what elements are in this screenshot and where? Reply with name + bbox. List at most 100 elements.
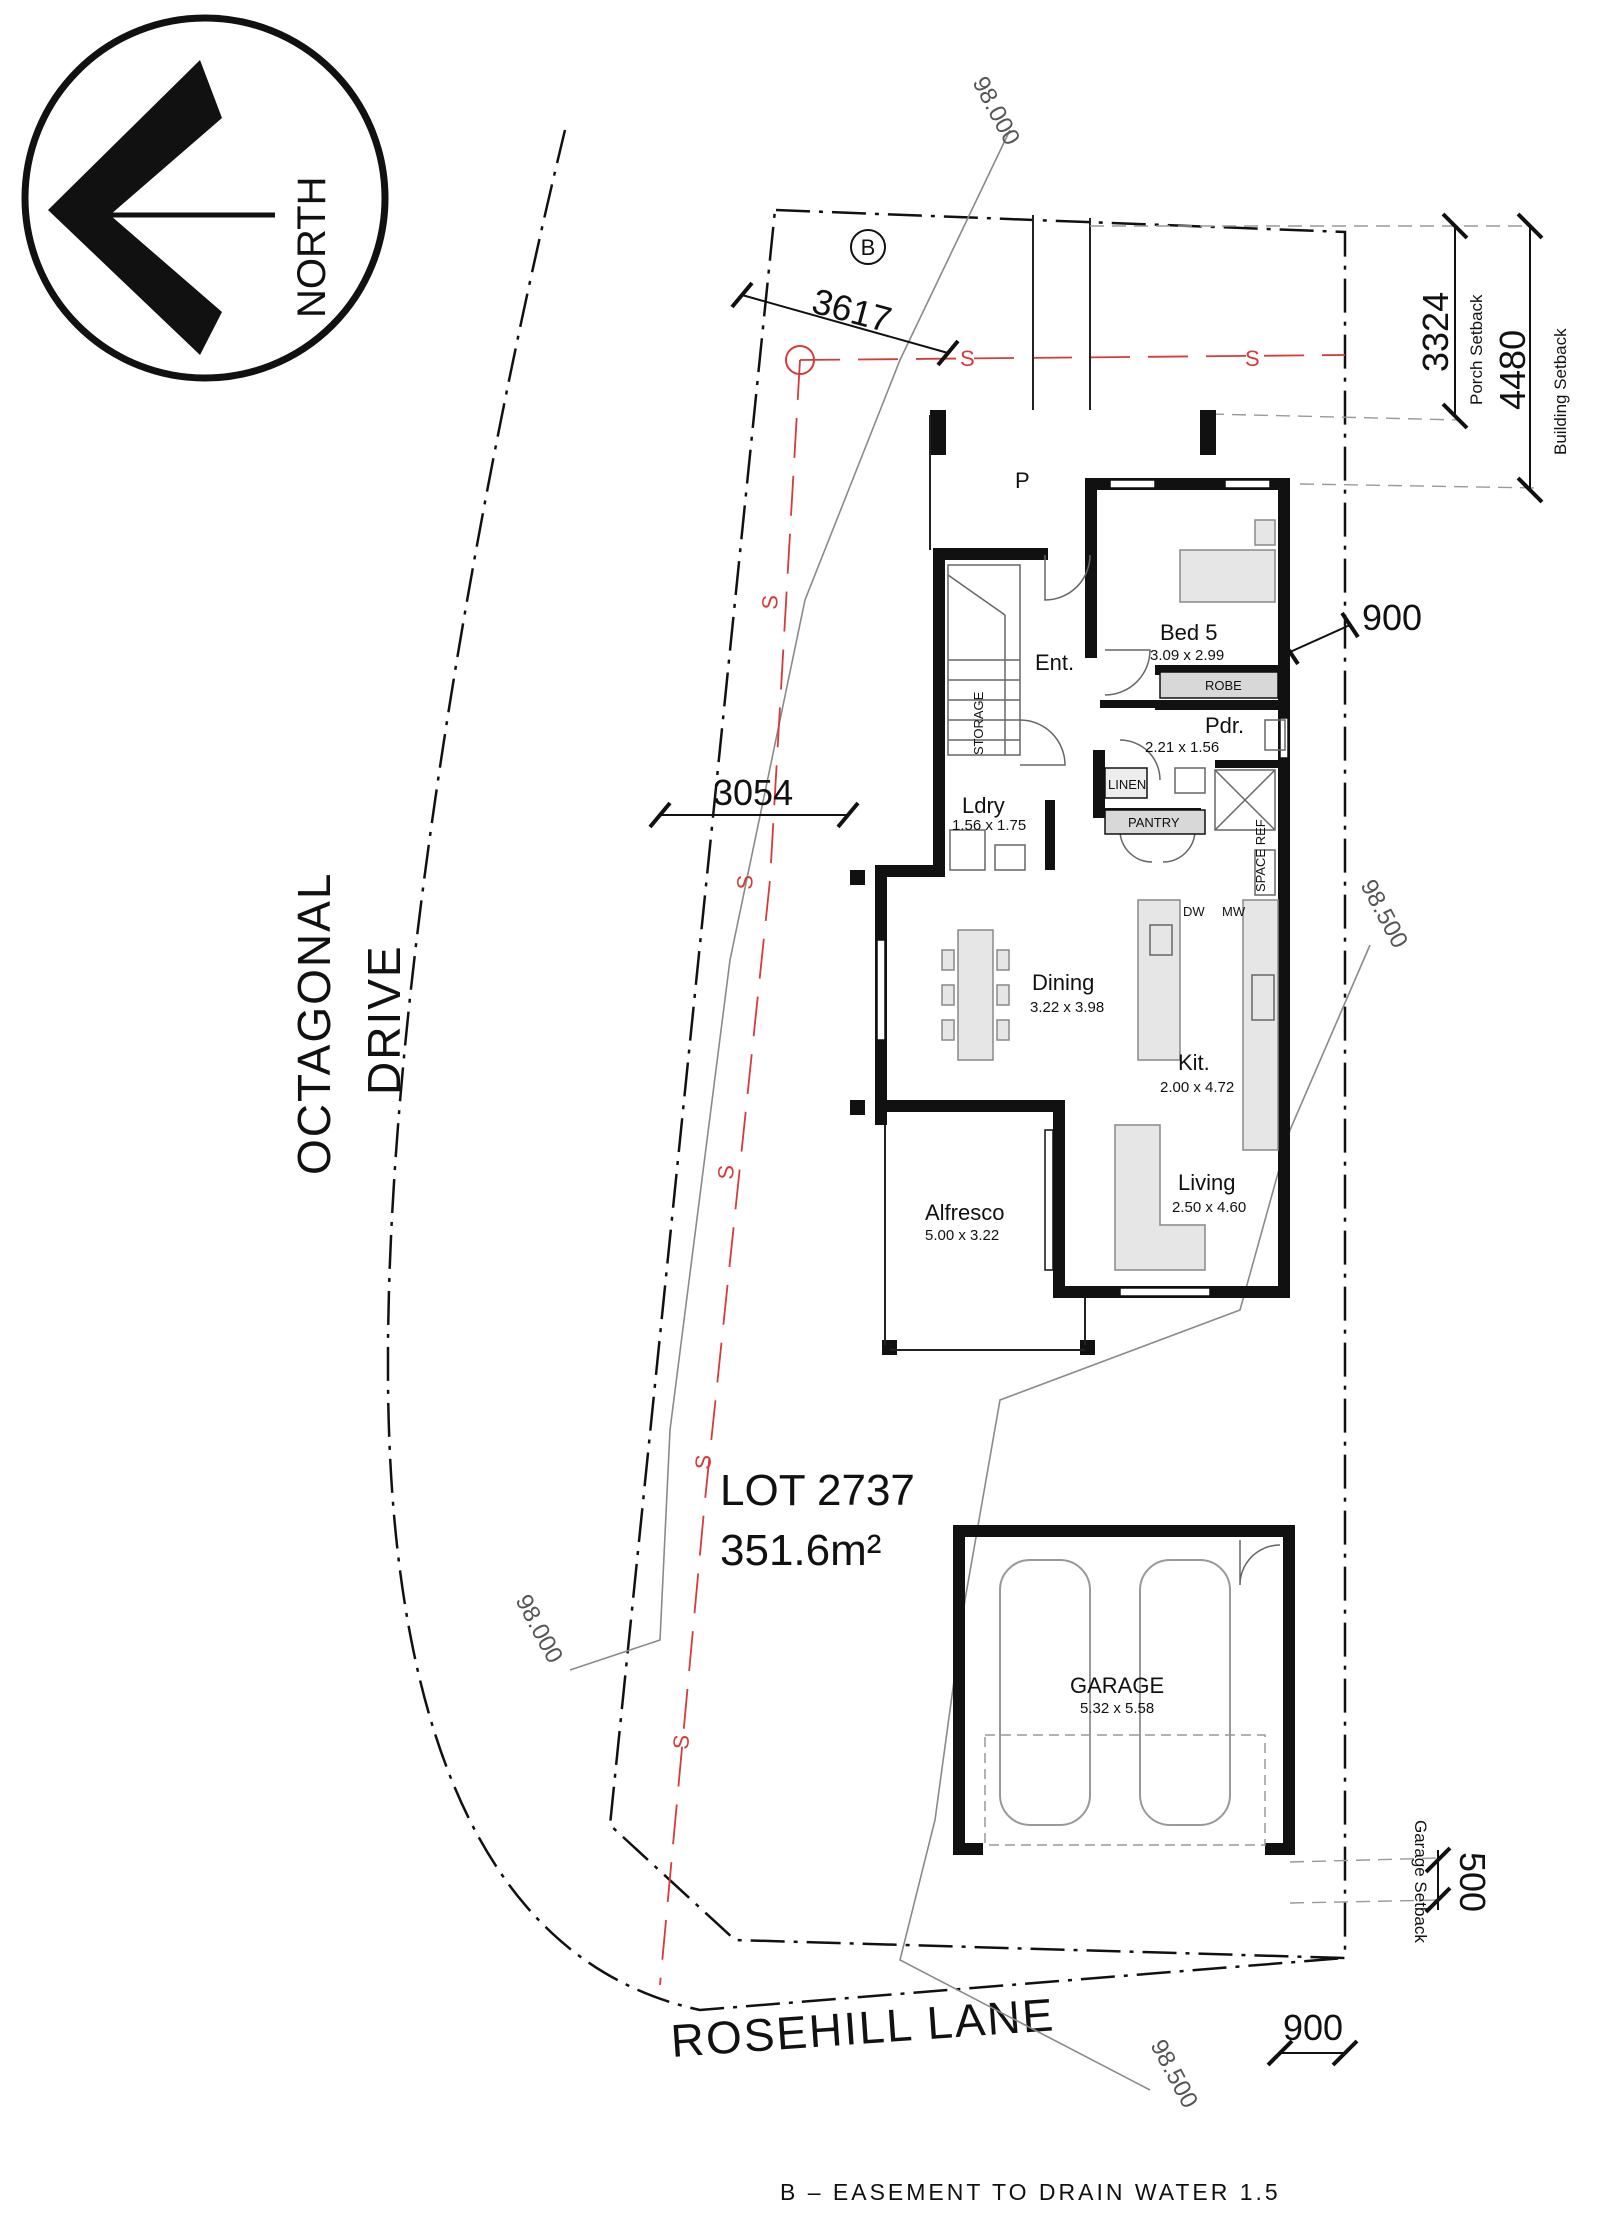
sewer-junction-icon (785, 345, 815, 375)
laundry-tub-icon (994, 844, 1026, 871)
dim-tick (1516, 212, 1544, 240)
easement-marker-circle (850, 229, 886, 265)
room-size-bed5: 3.09 x 2.99 (1150, 647, 1224, 664)
house-floorplan (850, 410, 1290, 1355)
chair-icon (996, 1019, 1010, 1041)
window (1224, 479, 1271, 489)
basin-icon (1174, 767, 1206, 794)
street-octagonal-drive: OCTAGONAL DRIVE (288, 872, 410, 1175)
rear-side-setback-value: 900 (1283, 2007, 1343, 2048)
wall-entry-top (933, 548, 1048, 560)
chair-icon (941, 984, 955, 1006)
side-offset-value: 3054 (713, 772, 793, 813)
appliance-label-dw: DW (1183, 904, 1205, 919)
garage-wall-east (1283, 1525, 1295, 1855)
contour-line-upper (569, 129, 1011, 1671)
room-size-kitchen: 2.00 x 4.72 (1160, 1079, 1234, 1096)
wall-pantry (1093, 750, 1105, 815)
room-label-laundry: Ldry (962, 793, 1005, 818)
side-offset-dimension: 3054 (648, 772, 860, 829)
bed-icon (1179, 549, 1276, 603)
wall-robe-top (1155, 665, 1285, 675)
alfresco-column (850, 1100, 865, 1115)
room-size-garage: 5.32 x 5.58 (1080, 1700, 1154, 1717)
wall-living-west (1053, 1100, 1065, 1298)
robe-box (1159, 671, 1279, 699)
porch-setback-value: 3324 (1415, 292, 1456, 372)
building-setback-value: 4480 (1492, 330, 1533, 410)
dining-table-icon (957, 929, 994, 1061)
room-label-powder: Pdr. (1205, 713, 1244, 738)
wall-dining-bottom (875, 1100, 1065, 1112)
garage-setback-dimension: 500 Garage Setback (1289, 1820, 1493, 1943)
room-label-space-ref: SPACE REF (1253, 819, 1268, 892)
bedside-table-icon (1254, 519, 1276, 546)
room-size-living: 2.50 x 4.60 (1172, 1199, 1246, 1216)
wall-bed-door (1100, 700, 1160, 708)
window (1119, 1287, 1211, 1297)
storage-door-icon (1019, 719, 1066, 766)
shower-icon (1214, 769, 1276, 831)
washer-icon (949, 829, 986, 871)
bed-side-setback-dimension: 900 (1280, 597, 1422, 666)
dim-tick (648, 801, 672, 829)
stair-diagonal (947, 574, 1006, 616)
street-boundary-curve (386, 129, 1346, 2012)
kitchen-bench-icon (1242, 899, 1279, 1151)
room-label-porch: P (1015, 468, 1030, 493)
linen-box (1104, 767, 1148, 799)
setback-guide (1289, 1899, 1441, 1904)
room-label-garage: GARAGE (1070, 1673, 1164, 1698)
bed-door-icon (1104, 649, 1151, 696)
pantry-box (1104, 809, 1206, 835)
contour-label-upper-right: 98.500 (1355, 875, 1413, 952)
dim-tick (1424, 1846, 1452, 1874)
room-size-laundry: 1.56 x 1.75 (952, 817, 1026, 834)
north-arrow-icon (48, 60, 222, 355)
sewer-line: S S S S S S S (659, 345, 1346, 1986)
bed-setback-line (1289, 624, 1351, 653)
setback-guide (1289, 1857, 1441, 1863)
chair-icon (941, 949, 955, 971)
sewer-mark: S (713, 1164, 739, 1180)
dim-tick (1441, 402, 1469, 430)
chair-icon (996, 949, 1010, 971)
contour-line-lower (899, 944, 1371, 2091)
room-label-linen: LINEN (1108, 777, 1146, 792)
dim-tick (836, 801, 860, 829)
room-size-alfresco: 5.00 x 3.22 (925, 1227, 999, 1244)
kitchen-island-icon (1137, 899, 1181, 1061)
front-offset-value: 3617 (808, 280, 896, 340)
compass-label: NORTH (290, 177, 334, 318)
lot-area: 351.6m² (720, 1526, 881, 1575)
north-compass: NORTH (21, 14, 389, 382)
easement-marker-label: B (861, 235, 876, 260)
bed-side-setback-value: 900 (1362, 597, 1422, 638)
sewer-mark: S (757, 594, 783, 610)
room-size-dining: 3.22 x 3.98 (1030, 999, 1104, 1016)
toilet-icon (1264, 719, 1286, 751)
garage-wall-stub (1265, 1843, 1295, 1855)
window (1109, 479, 1156, 489)
rear-side-setback-dimension: 900 (1266, 2007, 1359, 2067)
garage-setback-label: Garage Setback (1411, 1820, 1430, 1943)
cooktop-icon (1251, 974, 1275, 1021)
garage-wall-west (953, 1525, 965, 1855)
dim-tick (936, 339, 960, 367)
wall-east (1278, 478, 1290, 1298)
building-setback-label: Building Setback (1551, 328, 1570, 455)
sewer-mark: S (732, 874, 758, 890)
car-icon (1139, 1559, 1231, 1826)
room-label-entry: Ent. (1035, 650, 1074, 675)
street-rosehill-lane: ROSEHILL LANE (669, 1988, 1056, 2067)
fridge-space-icon (1254, 849, 1276, 896)
garage-door-line (984, 1734, 1266, 1846)
dim-tick (1516, 476, 1544, 504)
room-label-pantry: PANTRY (1128, 815, 1180, 830)
appliance-label-mw: MW (1222, 904, 1246, 919)
wall-bed-west (1085, 478, 1097, 658)
staircase (947, 564, 1021, 756)
alfresco-column (1080, 1340, 1095, 1355)
room-size-powder: 2.21 x 1.56 (1145, 739, 1219, 756)
